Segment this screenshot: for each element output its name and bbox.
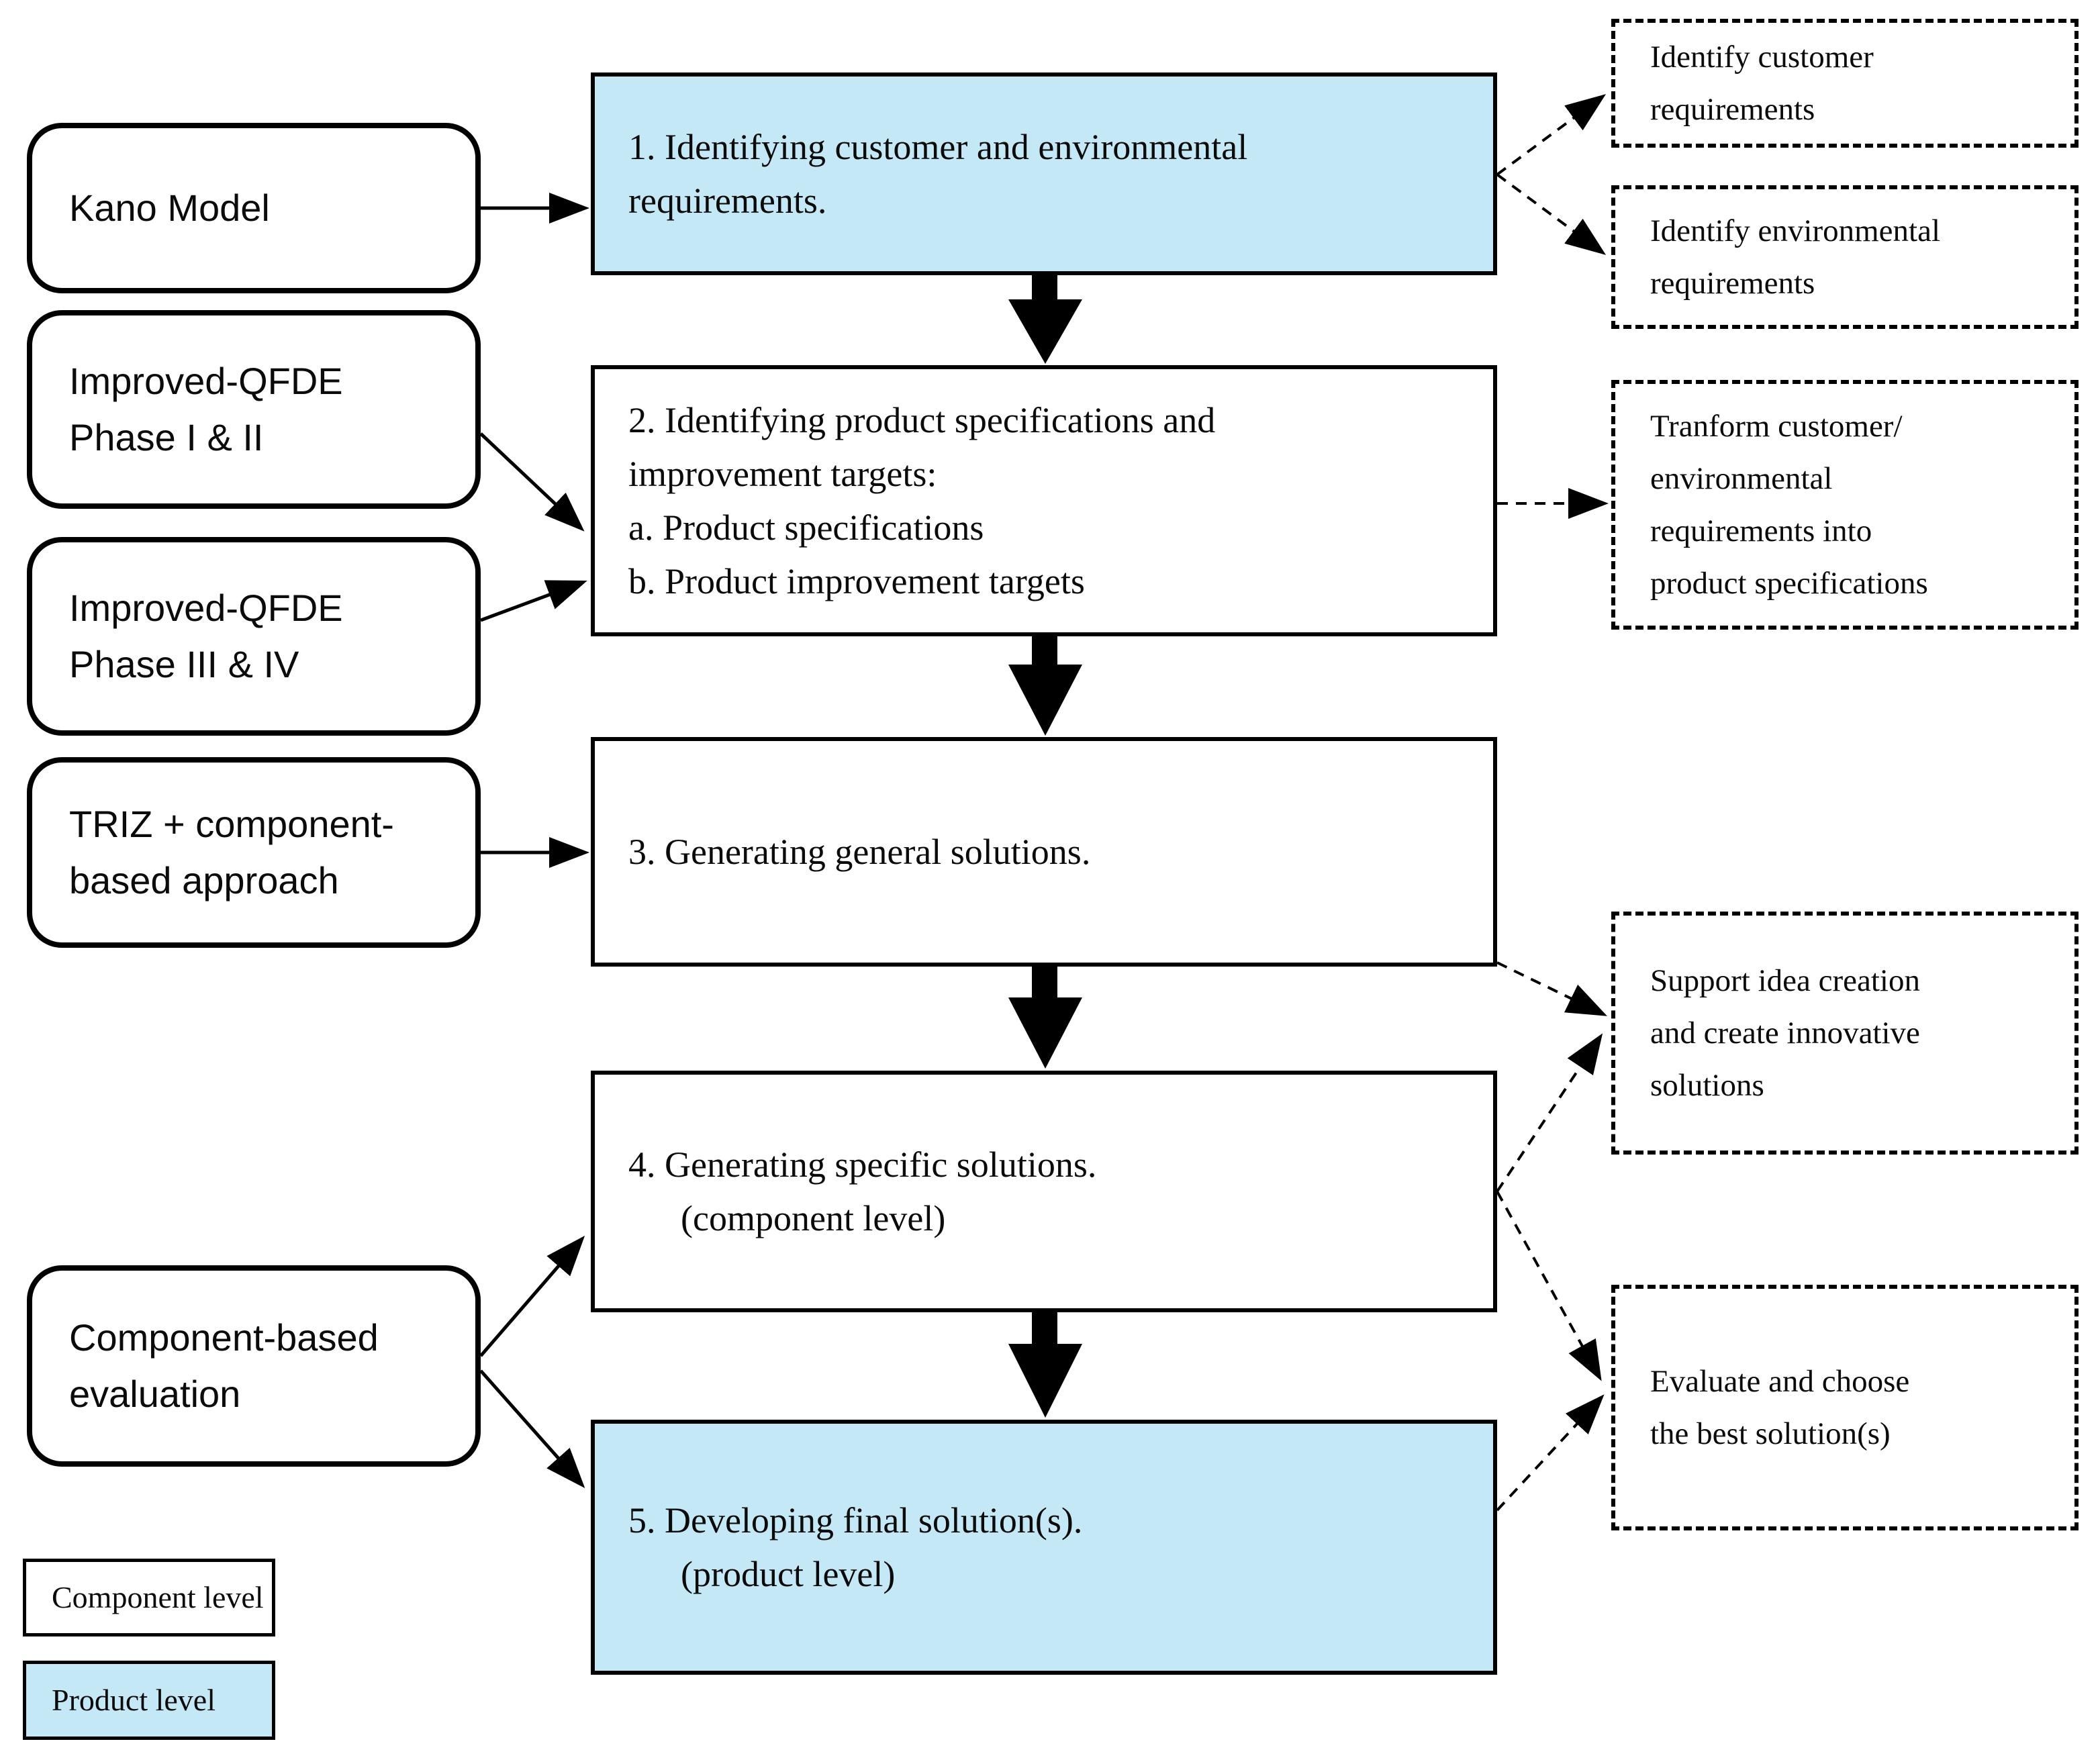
legend-component-label: Component level <box>52 1580 264 1614</box>
step-5-line-2: (product level) <box>681 1554 896 1594</box>
step-1-box: 1. Identifying customer and environmenta… <box>591 72 1497 275</box>
note-evaluate-choose-box: Evaluate and choose the best solution(s) <box>1611 1285 2079 1530</box>
qfde-1-2-line-2: Phase I & II <box>69 416 264 458</box>
step-4-line-2: (component level) <box>681 1198 946 1238</box>
legend-product-level: Product level <box>23 1661 275 1740</box>
dashed-arrow-step4-to-evaluate-note <box>1496 1191 1602 1381</box>
component-based-evaluation-box: Component-based evaluation <box>27 1265 481 1467</box>
component-eval-line-2: evaluation <box>69 1373 241 1415</box>
triz-component-approach-box: TRIZ + component- based approach <box>27 757 481 948</box>
arrow-eval-to-step5 <box>479 1369 585 1488</box>
kano-model-label: Kano Model <box>69 187 270 229</box>
step-1-line-2: requirements. <box>628 181 827 221</box>
note-transform-line-3: requirements into <box>1650 514 1872 548</box>
flow-arrow-step4-to-step5 <box>1008 1310 1082 1418</box>
step-3-box: 3. Generating general solutions. <box>591 737 1497 967</box>
note-transform-line-1: Tranform customer/ <box>1650 409 1903 444</box>
flow-arrow-step1-to-step2 <box>1008 273 1082 364</box>
note-transform-line-2: environmental <box>1650 461 1833 496</box>
step-5-box: 5. Developing final solution(s). (produc… <box>591 1420 1497 1675</box>
step-2-line-2: improvement targets: <box>628 454 937 494</box>
dashed-arrow-step1-to-customer-note <box>1496 94 1607 176</box>
note-identify-customer-box: Identify customer requirements <box>1611 19 2079 148</box>
qfde-3-4-line-1: Improved-QFDE <box>69 587 343 629</box>
step-2-line-1: 2. Identifying product specifications an… <box>628 400 1216 440</box>
note-evaluate-line-1: Evaluate and choose <box>1650 1364 1910 1399</box>
note-support-line-1: Support idea creation <box>1650 963 1920 998</box>
kano-model-box: Kano Model <box>27 123 481 293</box>
legend-component-level: Component level <box>23 1559 275 1636</box>
note-support-line-3: solutions <box>1650 1068 1764 1103</box>
note-environmental-line-2: requirements <box>1650 266 1815 301</box>
step-2-line-4: b. Product improvement targets <box>628 561 1085 601</box>
step-1-line-1: 1. Identifying customer and environmenta… <box>628 127 1248 167</box>
dashed-arrow-step3-to-support-note <box>1496 961 1607 1016</box>
arrow-qfde34-to-step2 <box>480 580 587 622</box>
step-4-line-1: 4. Generating specific solutions. <box>628 1144 1097 1185</box>
note-support-ideas-box: Support idea creation and create innovat… <box>1611 912 2079 1155</box>
step-2-line-3: a. Product specifications <box>628 507 984 548</box>
note-identify-environmental-box: Identify environmental requirements <box>1611 185 2079 329</box>
note-evaluate-line-2: the best solution(s) <box>1650 1416 1891 1451</box>
qfde-3-4-line-2: Phase III & IV <box>69 643 299 685</box>
note-customer-line-2: requirements <box>1650 92 1815 127</box>
step-3-line-1: 3. Generating general solutions. <box>628 832 1091 872</box>
arrow-eval-to-step4 <box>479 1235 585 1357</box>
improved-qfde-phase-1-2-box: Improved-QFDE Phase I & II <box>27 310 481 509</box>
dashed-arrow-step5-to-evaluate-note <box>1496 1394 1605 1512</box>
legend-product-label: Product level <box>52 1683 216 1717</box>
triz-line-2: based approach <box>69 859 339 901</box>
note-support-line-2: and create innovative <box>1650 1016 1920 1050</box>
flow-arrow-step2-to-step3 <box>1008 634 1082 736</box>
dashed-arrow-step4-to-support-note <box>1496 1033 1603 1193</box>
note-customer-line-1: Identify customer <box>1650 40 1874 75</box>
step-2-box: 2. Identifying product specifications an… <box>591 365 1497 636</box>
note-environmental-line-1: Identify environmental <box>1650 213 1940 248</box>
note-transform-requirements-box: Tranform customer/ environmental require… <box>1611 380 2079 630</box>
step-4-box: 4. Generating specific solutions. (compo… <box>591 1071 1497 1312</box>
component-eval-line-1: Component-based <box>69 1316 379 1359</box>
triz-line-1: TRIZ + component- <box>69 803 394 845</box>
dashed-arrow-step1-to-environmental-note <box>1496 173 1607 255</box>
improved-qfde-phase-3-4-box: Improved-QFDE Phase III & IV <box>27 537 481 736</box>
arrow-qfde12-to-step2 <box>479 432 585 532</box>
qfde-1-2-line-1: Improved-QFDE <box>69 360 343 402</box>
note-transform-line-4: product specifications <box>1650 566 1928 601</box>
step-5-line-1: 5. Developing final solution(s). <box>628 1500 1083 1541</box>
flow-arrow-step3-to-step4 <box>1008 964 1082 1069</box>
